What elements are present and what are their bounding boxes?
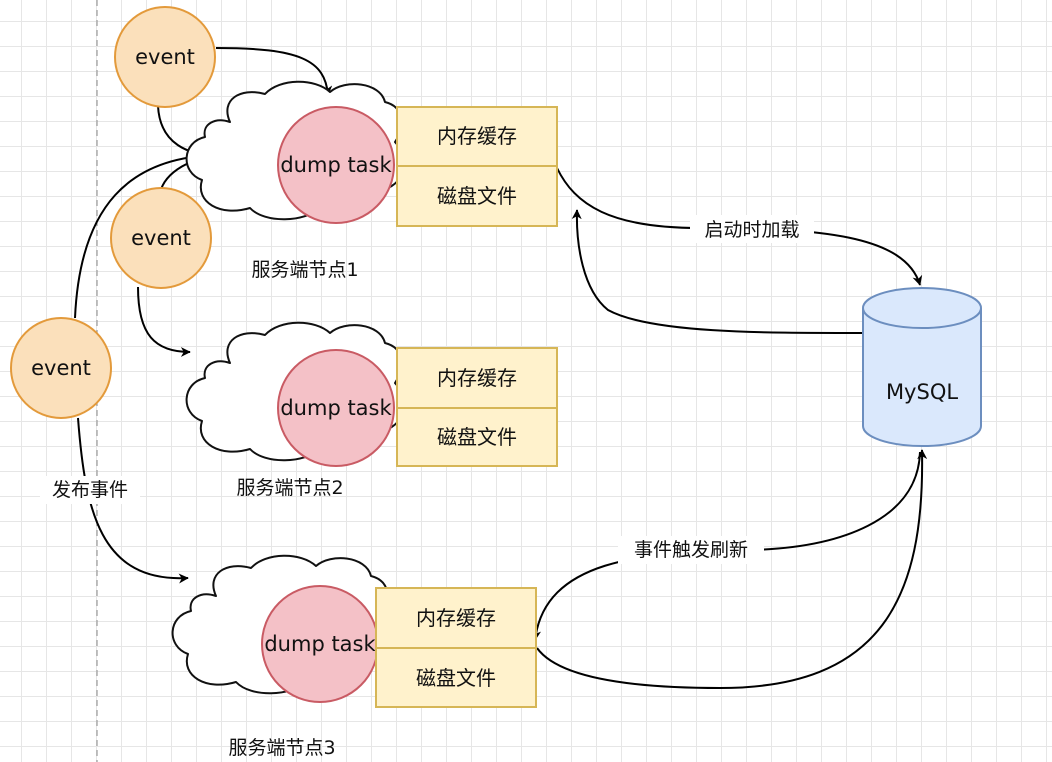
dump-task-label: dump task — [264, 632, 376, 656]
edge-event1-to-node1 — [215, 47, 333, 96]
event-1: event — [114, 6, 216, 108]
edge-event3-to-node1 — [74, 154, 216, 319]
event-2: event — [110, 187, 212, 289]
edge-label-event-refresh: 事件触发刷新 — [634, 539, 748, 561]
server-node-3-name: 服务端节点3 — [228, 737, 335, 759]
event-1-label: event — [135, 45, 195, 69]
event-2-label: event — [131, 226, 191, 250]
cache-label: 内存缓存 — [437, 124, 517, 148]
dump-task-label: dump task — [280, 153, 392, 177]
disk-label: 磁盘文件 — [437, 184, 517, 208]
edge-label-load-on-start: 启动时加载 — [704, 219, 799, 241]
mysql-database: MySQL — [862, 287, 982, 447]
cache-label: 内存缓存 — [416, 606, 496, 630]
event-3-label: event — [31, 356, 91, 380]
disk-box — [375, 647, 537, 708]
edge-label-publish: 发布事件 — [52, 479, 128, 501]
cache-box — [396, 106, 558, 167]
edge-node3-to-mysql — [536, 449, 928, 690]
server-node-3: dump task 内存缓存 磁盘文件 服务端节点3 — [171, 554, 537, 759]
edge-label-load-on-start-group: 启动时加载 — [690, 215, 814, 243]
dump-task-label: dump task — [280, 396, 392, 420]
server-node-2-name: 服务端节点2 — [236, 477, 343, 499]
server-node-1: dump task 内存缓存 磁盘文件 服务端节点1 — [185, 80, 558, 281]
database-label: MySQL — [886, 380, 958, 404]
server-node-2: dump task 内存缓存 磁盘文件 服务端节点2 — [185, 321, 558, 499]
edge-event3-to-node3 — [77, 417, 189, 584]
edge-label-event-refresh-group: 事件触发刷新 — [618, 536, 764, 564]
server-node-1-name: 服务端节点1 — [251, 259, 358, 281]
cache-label: 内存缓存 — [437, 366, 517, 390]
cache-box — [375, 587, 537, 649]
edge-mysql-to-node1 — [571, 209, 863, 334]
cache-box — [396, 347, 558, 409]
database-cylinder-rim — [862, 307, 982, 329]
edge-label-publish-group: 发布事件 — [40, 476, 140, 504]
disk-label: 磁盘文件 — [437, 425, 517, 449]
disk-box — [396, 165, 558, 227]
disk-label: 磁盘文件 — [416, 666, 496, 690]
disk-box — [396, 407, 558, 467]
database-cylinder — [862, 287, 982, 447]
edge-event2-to-node2 — [137, 286, 191, 357]
event-3: event — [10, 317, 112, 419]
